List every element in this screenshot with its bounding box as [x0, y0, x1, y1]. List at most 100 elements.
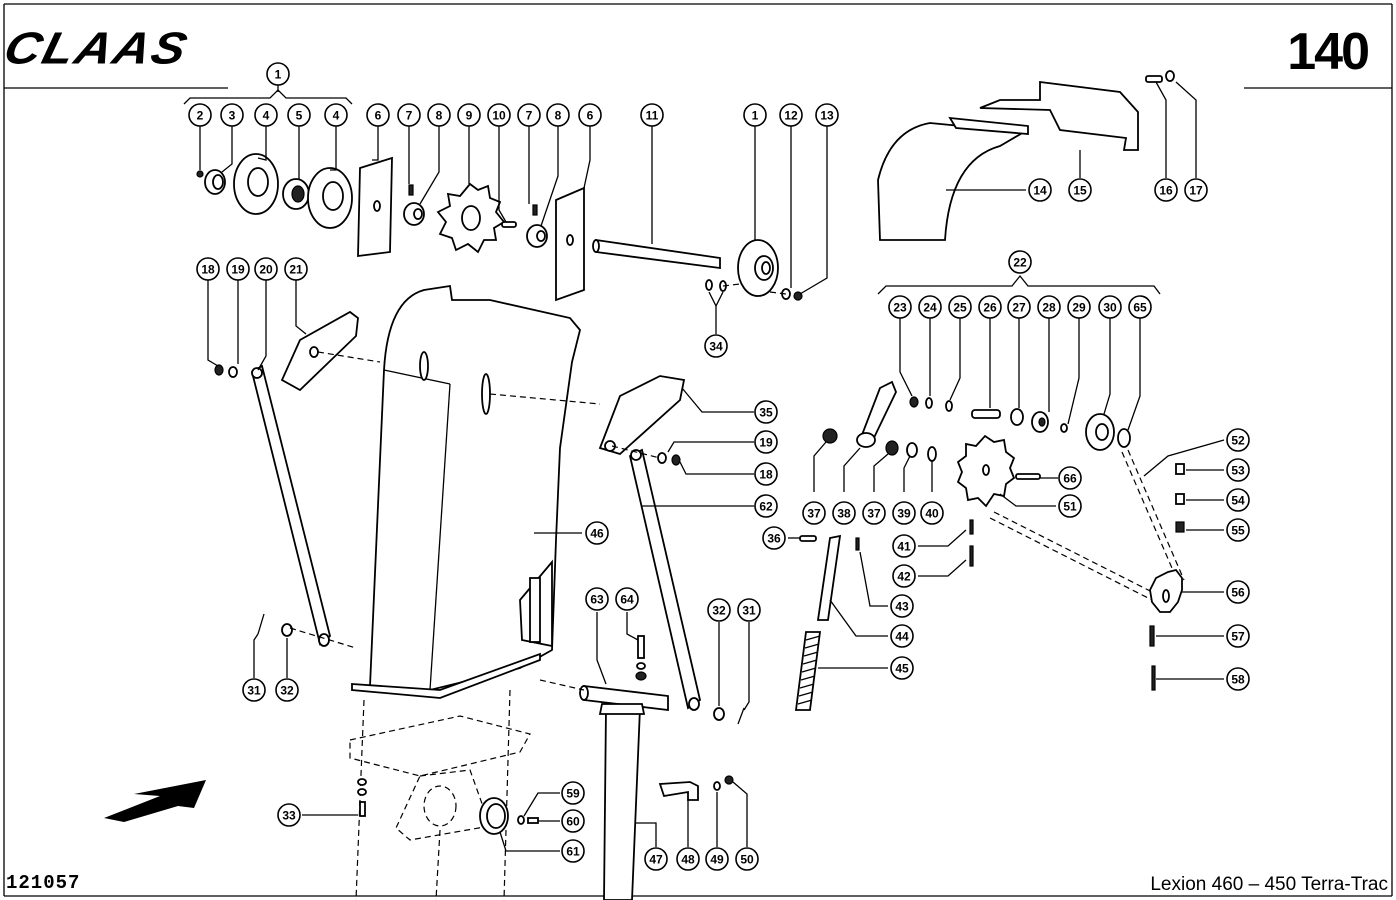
callout-60[interactable]: 60 [561, 809, 585, 833]
callout-38[interactable]: 38 [832, 501, 856, 525]
callout-3[interactable]: 3 [220, 103, 244, 127]
callout-33[interactable]: 33 [277, 803, 301, 827]
callout-45[interactable]: 45 [890, 656, 914, 680]
callout-number: 15 [1073, 184, 1087, 198]
callout-46[interactable]: 46 [585, 521, 609, 545]
callout-51[interactable]: 51 [1058, 494, 1082, 518]
callout-circle [676, 847, 700, 871]
callout-5[interactable]: 5 [287, 103, 311, 127]
callout-61[interactable]: 61 [561, 839, 585, 863]
callout-11[interactable]: 11 [640, 103, 664, 127]
callout-66[interactable]: 66 [1058, 466, 1082, 490]
callout-20[interactable]: 20 [254, 257, 278, 281]
callout-7[interactable]: 7 [517, 103, 541, 127]
callout-59[interactable]: 59 [561, 781, 585, 805]
callout-55[interactable]: 55 [1226, 518, 1250, 542]
callout-circle [705, 847, 729, 871]
callout-50[interactable]: 50 [735, 847, 759, 871]
callout-18[interactable]: 18 [754, 462, 778, 486]
callout-16[interactable]: 16 [1154, 178, 1178, 202]
callout-6[interactable]: 6 [366, 103, 390, 127]
callout-6[interactable]: 6 [578, 103, 602, 127]
callout-62[interactable]: 62 [754, 494, 778, 518]
callout-56[interactable]: 56 [1226, 580, 1250, 604]
callout-29[interactable]: 29 [1067, 295, 1091, 319]
callout-13[interactable]: 13 [815, 103, 839, 127]
callout-circle [802, 501, 826, 525]
callout-28[interactable]: 28 [1037, 295, 1061, 319]
callout-circle [188, 103, 212, 127]
callout-23[interactable]: 23 [888, 295, 912, 319]
callout-circle [324, 103, 348, 127]
callout-8[interactable]: 8 [427, 103, 451, 127]
callout-2[interactable]: 2 [188, 103, 212, 127]
callout-43[interactable]: 43 [890, 594, 914, 618]
callout-31[interactable]: 31 [737, 598, 761, 622]
callout-40[interactable]: 40 [920, 501, 944, 525]
callout-34[interactable]: 34 [704, 334, 728, 358]
part-bolt-16 [1145, 75, 1163, 83]
callout-54[interactable]: 54 [1226, 488, 1250, 512]
callout-31[interactable]: 31 [242, 678, 266, 702]
callout-circle [585, 587, 609, 611]
callout-19[interactable]: 19 [754, 430, 778, 454]
callout-17[interactable]: 17 [1184, 178, 1208, 202]
callout-39[interactable]: 39 [892, 501, 916, 525]
callout-37[interactable]: 37 [862, 501, 886, 525]
callout-26[interactable]: 26 [978, 295, 1002, 319]
callout-number: 46 [590, 527, 604, 541]
callout-9[interactable]: 9 [457, 103, 481, 127]
part-ring-27 [1010, 408, 1024, 426]
callout-52[interactable]: 52 [1226, 428, 1250, 452]
part-washer-17 [1165, 70, 1175, 82]
callout-number: 27 [1012, 301, 1026, 315]
callout-42[interactable]: 42 [892, 564, 916, 588]
callout-15[interactable]: 15 [1068, 178, 1092, 202]
callout-18[interactable]: 18 [196, 257, 220, 281]
callout-63[interactable]: 63 [585, 587, 609, 611]
callout-36[interactable]: 36 [762, 526, 786, 550]
callout-37[interactable]: 37 [802, 501, 826, 525]
callout-1[interactable]: 1 [266, 62, 290, 86]
callout-47[interactable]: 47 [644, 847, 668, 871]
callout-65[interactable]: 65 [1128, 295, 1152, 319]
callout-circle [892, 534, 916, 558]
callout-32[interactable]: 32 [707, 598, 731, 622]
part-cover-hood [877, 116, 1029, 241]
callout-8[interactable]: 8 [546, 103, 570, 127]
part-washer-24 [925, 397, 933, 409]
callout-25[interactable]: 25 [948, 295, 972, 319]
callout-35[interactable]: 35 [754, 400, 778, 424]
callout-number: 37 [867, 507, 881, 521]
callout-19[interactable]: 19 [226, 257, 250, 281]
callout-30[interactable]: 30 [1098, 295, 1122, 319]
callout-circle [644, 847, 668, 871]
callout-4[interactable]: 4 [324, 103, 348, 127]
callout-32[interactable]: 32 [275, 678, 299, 702]
callout-21[interactable]: 21 [284, 257, 308, 281]
callout-24[interactable]: 24 [918, 295, 942, 319]
callout-49[interactable]: 49 [705, 847, 729, 871]
callout-10[interactable]: 10 [487, 103, 511, 127]
callout-57[interactable]: 57 [1226, 624, 1250, 648]
callout-7[interactable]: 7 [397, 103, 421, 127]
callout-number: 8 [555, 109, 562, 123]
part-spring-45 [794, 631, 822, 711]
callout-22[interactable]: 22 [1008, 250, 1032, 274]
part-bracket-48 [658, 781, 699, 801]
callout-27[interactable]: 27 [1007, 295, 1031, 319]
callout-53[interactable]: 53 [1226, 458, 1250, 482]
callout-circle [1226, 518, 1250, 542]
callout-4[interactable]: 4 [254, 103, 278, 127]
callout-12[interactable]: 12 [779, 103, 803, 127]
callout-1[interactable]: 1 [743, 103, 767, 127]
callout-circle [890, 656, 914, 680]
callout-number: 61 [566, 845, 580, 859]
callout-58[interactable]: 58 [1226, 667, 1250, 691]
callout-41[interactable]: 41 [892, 534, 916, 558]
callout-number: 37 [807, 507, 821, 521]
callout-44[interactable]: 44 [890, 624, 914, 648]
callout-14[interactable]: 14 [1028, 178, 1052, 202]
callout-64[interactable]: 64 [615, 587, 639, 611]
callout-48[interactable]: 48 [676, 847, 700, 871]
